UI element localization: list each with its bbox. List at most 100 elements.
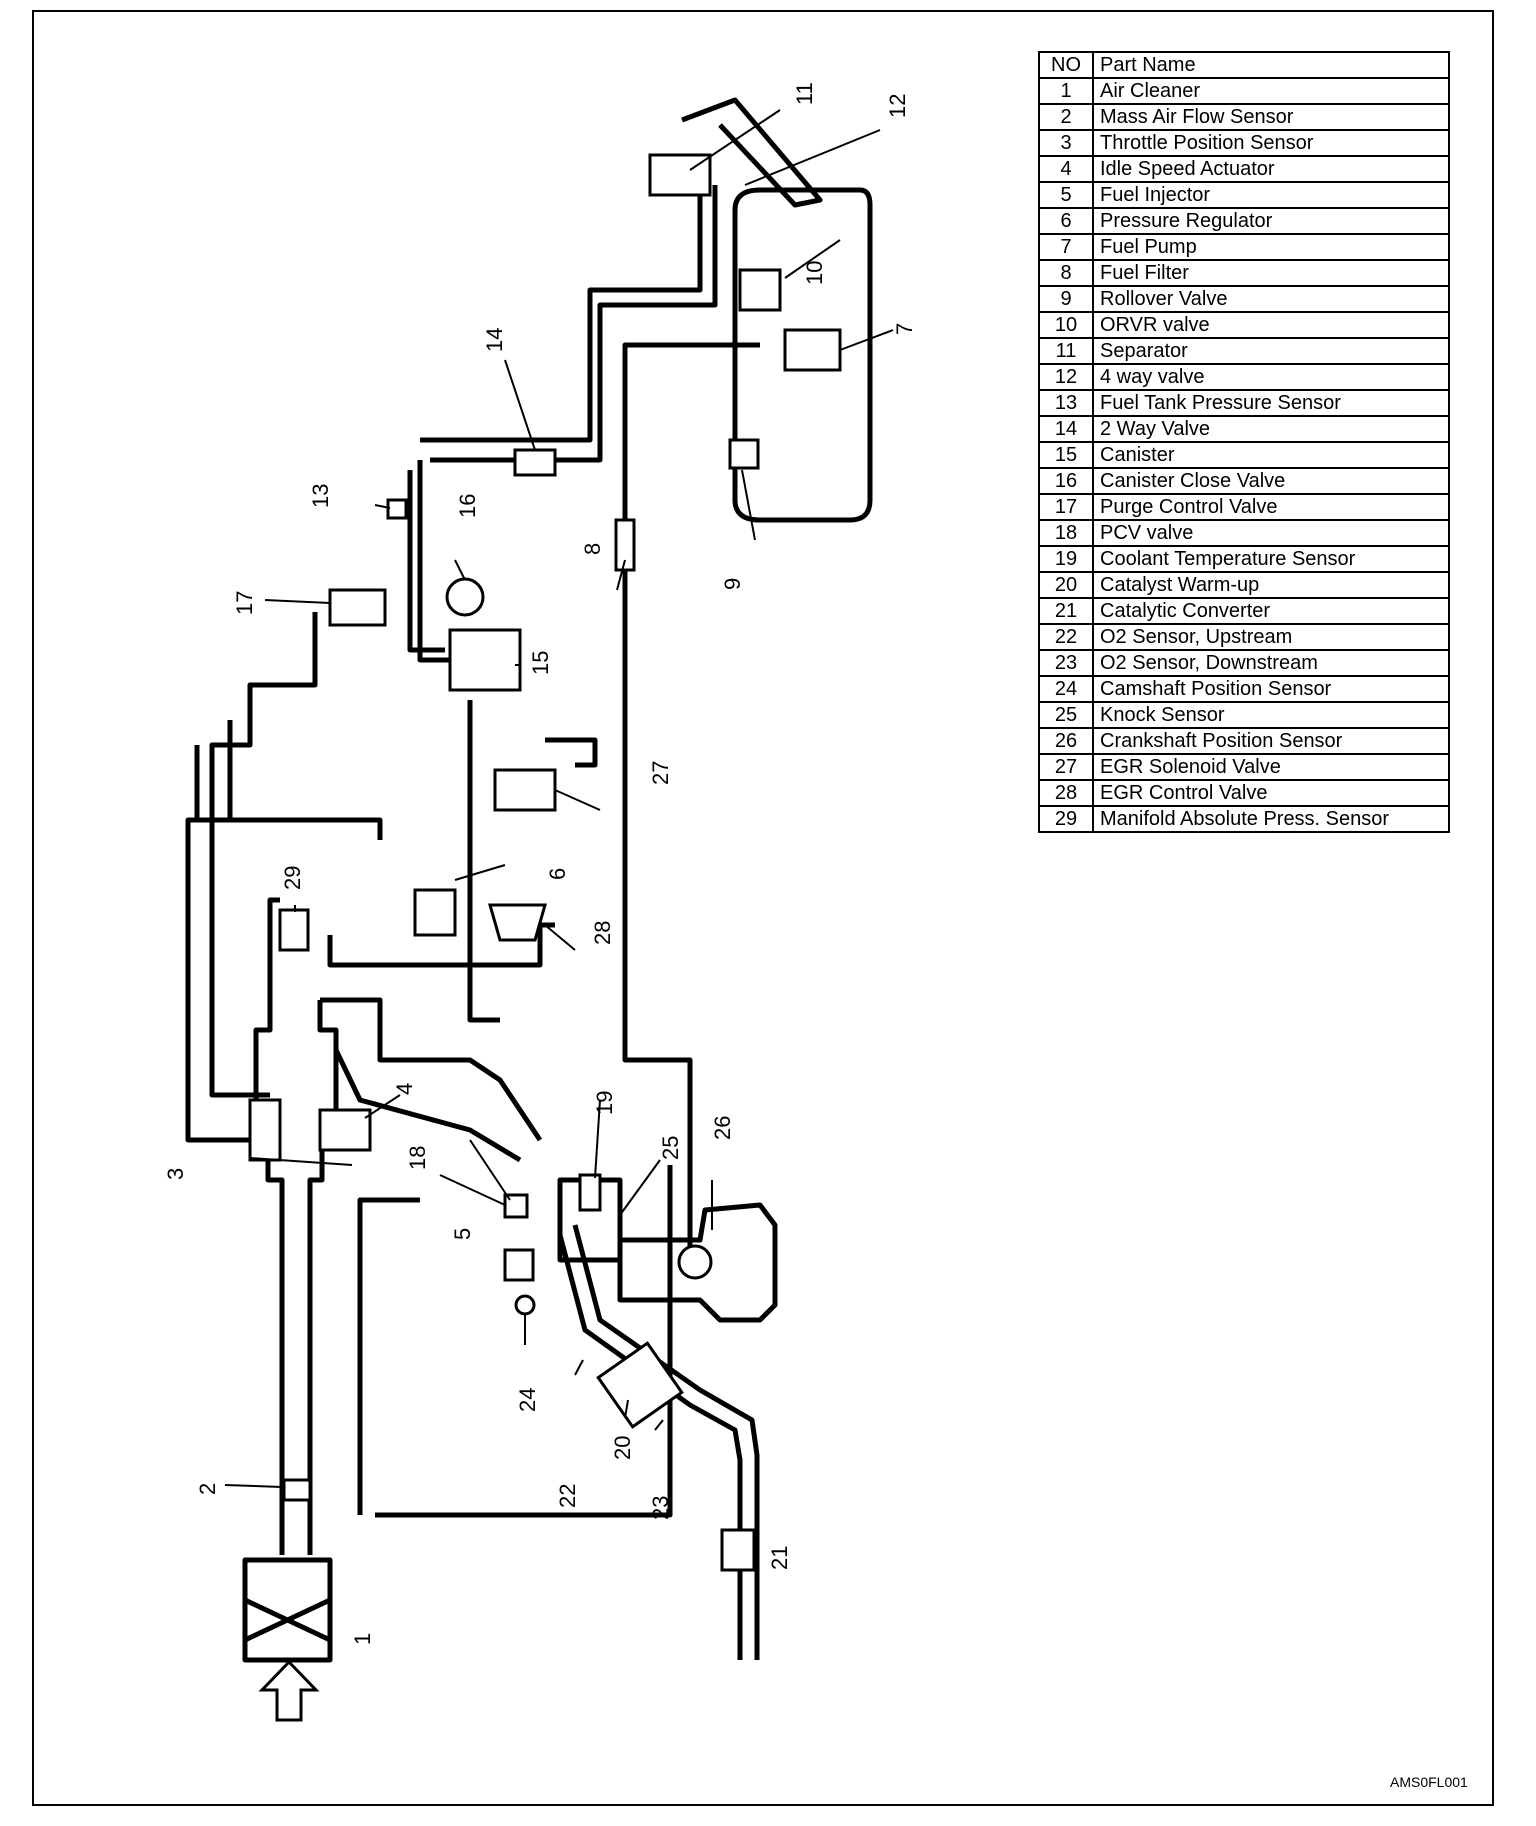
part-name: Separator xyxy=(1092,337,1450,365)
callout-9: 9 xyxy=(720,578,745,590)
header-no: NO xyxy=(1038,51,1094,79)
callout-23: 23 xyxy=(648,1496,673,1520)
callout-17: 17 xyxy=(232,591,257,615)
orvr-valve xyxy=(738,268,782,312)
callout-12: 12 xyxy=(885,94,910,118)
part-name: Fuel Tank Pressure Sensor xyxy=(1092,389,1450,417)
callout-1: 1 xyxy=(350,1633,375,1645)
callout-15: 15 xyxy=(528,651,553,675)
callout-19: 19 xyxy=(592,1091,617,1115)
canister-line xyxy=(407,470,445,653)
part-name: Idle Speed Actuator xyxy=(1092,155,1450,183)
fuel-line-long xyxy=(375,1165,673,1518)
part-number: 22 xyxy=(1038,623,1094,651)
part-name: Pressure Regulator xyxy=(1092,207,1450,235)
part-number: 7 xyxy=(1038,233,1094,261)
leader-lines xyxy=(224,109,894,1488)
throttle-body xyxy=(248,1098,282,1162)
intake-manifold-lower xyxy=(333,1048,522,1163)
part-name: O2 Sensor, Upstream xyxy=(1092,623,1450,651)
vapor-line-top-2 xyxy=(430,185,718,463)
callout-25: 25 xyxy=(658,1136,683,1160)
callout-3: 3 xyxy=(163,1168,188,1180)
vacuum-line-top xyxy=(194,745,383,840)
part-name: Mass Air Flow Sensor xyxy=(1092,103,1450,131)
part-name: Canister xyxy=(1092,441,1450,469)
camshaft-position-sensor xyxy=(514,1294,536,1316)
intake-duct-right xyxy=(307,1000,339,1555)
callout-labels: 1 2 3 4 5 6 7 8 9 10 11 12 13 14 15 16 1… xyxy=(163,82,917,1645)
callout-6: 6 xyxy=(545,868,570,880)
part-number: 10 xyxy=(1038,311,1094,339)
part-number: 19 xyxy=(1038,545,1094,573)
fuel-tank-pressure-sensor xyxy=(386,498,408,520)
separator xyxy=(648,153,712,197)
part-number: 9 xyxy=(1038,285,1094,313)
inlet-arrow xyxy=(258,1659,320,1722)
intake-duct xyxy=(253,897,285,1555)
callout-20: 20 xyxy=(610,1436,635,1460)
part-number: 23 xyxy=(1038,649,1094,677)
purge-control-valve xyxy=(328,588,387,627)
callout-11: 11 xyxy=(792,82,817,105)
fuel-feed-line xyxy=(622,342,760,1255)
part-number: 24 xyxy=(1038,675,1094,703)
part-name: 2 Way Valve xyxy=(1092,415,1450,443)
rollover-valve xyxy=(728,438,760,470)
part-name: Purge Control Valve xyxy=(1092,493,1450,521)
pipes xyxy=(185,97,873,1663)
part-name: PCV valve xyxy=(1092,519,1450,547)
idle-speed-actuator xyxy=(318,1108,372,1152)
manifold-absolute-press-sensor xyxy=(278,908,310,952)
part-name: ORVR valve xyxy=(1092,311,1450,339)
part-name: Catalyst Warm-up xyxy=(1092,571,1450,599)
air-cleaner-box xyxy=(242,1557,333,1663)
callout-4: 4 xyxy=(392,1083,417,1095)
fuel-injector xyxy=(503,1248,535,1282)
callout-10: 10 xyxy=(802,261,827,285)
vacuum-loop-outer xyxy=(185,720,270,1143)
part-number: 8 xyxy=(1038,259,1094,287)
part-name: Fuel Pump xyxy=(1092,233,1450,261)
part-name: Catalytic Converter xyxy=(1092,597,1450,625)
fuel-filter xyxy=(614,518,636,572)
part-number: 11 xyxy=(1038,337,1094,365)
callout-18: 18 xyxy=(405,1146,430,1170)
part-number: 21 xyxy=(1038,597,1094,625)
callout-5: 5 xyxy=(450,1228,475,1240)
part-number: 15 xyxy=(1038,441,1094,469)
part-name: Throttle Position Sensor xyxy=(1092,129,1450,157)
part-name: Manifold Absolute Press. Sensor xyxy=(1092,805,1450,833)
callout-13: 13 xyxy=(308,484,333,508)
part-number: 25 xyxy=(1038,701,1094,729)
parts-table-header: NO Part Name xyxy=(1038,51,1450,79)
callout-26: 26 xyxy=(710,1116,735,1140)
part-number: 17 xyxy=(1038,493,1094,521)
catalytic-converter xyxy=(720,1528,756,1572)
intake-manifold xyxy=(320,997,543,1142)
crankshaft-pulley xyxy=(677,1244,713,1280)
callout-29: 29 xyxy=(280,866,305,890)
callout-24: 24 xyxy=(515,1388,540,1412)
engine-block xyxy=(617,1202,778,1323)
callout-8: 8 xyxy=(580,543,605,555)
exhaust-pipe-2 xyxy=(572,1224,760,1660)
callout-14: 14 xyxy=(482,328,507,352)
part-name: Rollover Valve xyxy=(1092,285,1450,313)
header-part-name: Part Name xyxy=(1092,51,1450,79)
